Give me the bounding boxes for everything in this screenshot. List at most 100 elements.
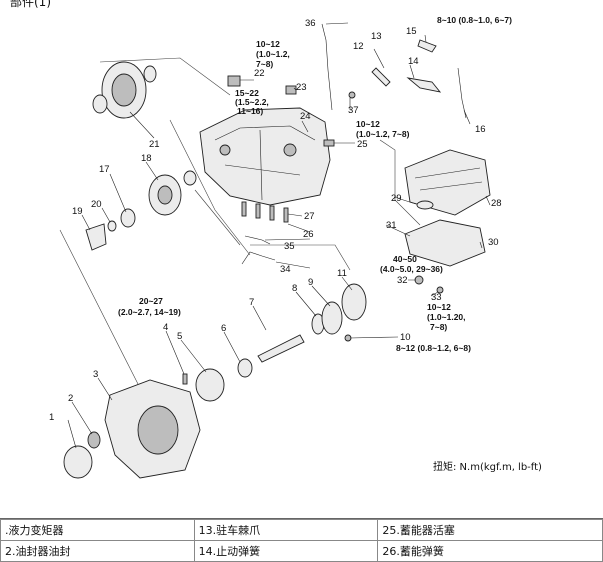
part-label-15: 15 xyxy=(406,26,417,37)
torque-converter xyxy=(63,445,93,479)
part-label-29: 29 xyxy=(391,193,402,204)
part-label-7: 7 xyxy=(249,297,254,308)
page-header: 部件(1) xyxy=(10,0,51,9)
part-37 xyxy=(348,91,356,99)
part-label-1: 1 xyxy=(49,412,54,423)
part-label-33: 33 xyxy=(431,292,442,303)
torque-spec-22-line2: (1.0~1.2, xyxy=(256,49,290,59)
gear-11 xyxy=(341,283,367,321)
torque-spec-23-line2: (1.5~2.2, xyxy=(235,97,269,107)
part-label-14: 14 xyxy=(408,56,419,67)
bolts-26 xyxy=(241,201,289,223)
part-label-12: 12 xyxy=(353,41,364,52)
oil-pan xyxy=(404,219,486,267)
wire-35 xyxy=(244,235,271,245)
part-label-8: 8 xyxy=(292,283,297,294)
part-label-21: 21 xyxy=(149,139,160,150)
part-label-13: 13 xyxy=(371,31,382,42)
bracket-19 xyxy=(85,223,107,251)
assembly-guide-lines xyxy=(59,57,421,389)
legend-cell: 2.油封器油封 xyxy=(0,540,195,562)
leader-lines xyxy=(67,22,491,449)
torque-unit-note: 扭矩: N.m(kgf.m, lb-ft) xyxy=(433,460,542,473)
transmission-case xyxy=(199,107,331,206)
part-label-5: 5 xyxy=(177,331,182,342)
legend-cell: 25.蓄能器活塞 xyxy=(377,519,603,541)
part-label-3: 3 xyxy=(93,369,98,380)
table-row: .液力变矩器 13.驻车棘爪 25.蓄能器活塞 xyxy=(0,519,603,541)
parking-pawl-12 xyxy=(371,67,391,87)
bearing-20 xyxy=(107,220,117,232)
bracket-22 xyxy=(227,75,241,87)
part-label-10: 10 xyxy=(400,332,411,343)
o-ring-6 xyxy=(237,358,253,378)
converter-housing xyxy=(104,379,201,479)
bolt-4 xyxy=(182,373,188,385)
legend-cell: .液力变矩器 xyxy=(0,519,195,541)
differential-case xyxy=(148,170,197,216)
torque-spec-22-line1: 10~12 xyxy=(256,39,280,49)
part-label-9: 9 xyxy=(308,277,313,288)
parts-legend-table: .液力变矩器 13.驻车棘爪 25.蓄能器活塞 2.油封器油封 14.止动弹簧 … xyxy=(0,519,603,562)
exploded-parts-diagram: 1 2 3 4 5 6 7 8 9 10 11 12 13 14 15 16 1… xyxy=(49,15,542,479)
torque-spec-23-line3: 11~16) xyxy=(237,106,263,116)
part-label-34: 34 xyxy=(280,264,291,275)
bolt-32 xyxy=(414,275,424,285)
bearing-17 xyxy=(120,208,136,228)
torque-spec-33-line1: 10~12 xyxy=(427,302,451,312)
torque-spec-25-line1: 10~12 xyxy=(356,119,380,129)
part-label-18: 18 xyxy=(141,153,152,164)
torque-spec-22-line3: 7~8) xyxy=(256,59,273,69)
part-label-6: 6 xyxy=(221,323,226,334)
wire-34 xyxy=(241,251,276,265)
torque-spec-33-line3: 7~8) xyxy=(430,322,447,332)
part-label-11: 11 xyxy=(337,268,347,279)
part-label-28: 28 xyxy=(491,198,502,209)
plug-25 xyxy=(323,139,335,147)
part-label-22: 22 xyxy=(254,68,265,79)
dipstick-36 xyxy=(321,23,333,111)
part-label-23: 23 xyxy=(296,82,307,93)
part-label-36: 36 xyxy=(305,18,316,29)
gear-9 xyxy=(321,301,343,335)
part-label-2: 2 xyxy=(68,393,73,404)
part-label-37: 37 xyxy=(348,105,359,116)
torque-spec-4-line1: 20~27 xyxy=(139,296,163,306)
torque-spec-23-line1: 15~22 xyxy=(235,88,259,98)
oil-pump-5 xyxy=(195,368,225,402)
torque-spec-32-line1: 40~50 xyxy=(393,254,417,264)
part-label-26: 26 xyxy=(303,229,314,240)
differential-ring-gear xyxy=(92,61,157,119)
part-label-17: 17 xyxy=(99,164,110,175)
part-label-24: 24 xyxy=(300,111,311,122)
legend-cell: 26.蓄能弹簧 xyxy=(377,540,603,562)
torque-spec-4-line2: (2.0~2.7, 14~19) xyxy=(118,307,181,317)
part-label-4: 4 xyxy=(163,322,168,333)
legend-cell: 14.止动弹簧 xyxy=(193,540,379,562)
rod-16 xyxy=(457,67,467,119)
torque-spec-10: 8~12 (0.8~1.2, 6~8) xyxy=(396,343,471,353)
part-label-30: 30 xyxy=(488,237,499,248)
table-row: 2.油封器油封 14.止动弹簧 26.蓄能弹簧 xyxy=(0,540,603,562)
oil-filter-29 xyxy=(416,200,434,210)
torque-spec-15: 8~10 (0.8~1.0, 6~7) xyxy=(437,15,512,25)
torque-spec-32-line2: (4.0~5.0, 29~36) xyxy=(380,264,443,274)
shaft-7 xyxy=(257,334,305,363)
oil-seal-2 xyxy=(87,431,101,449)
part-label-32: 32 xyxy=(397,275,408,286)
torque-spec-33-line2: (1.0~1.20, xyxy=(427,312,466,322)
part-label-27: 27 xyxy=(304,211,315,222)
legend-cell: 13.驻车棘爪 xyxy=(193,519,379,541)
part-label-35: 35 xyxy=(284,241,295,252)
bolt-33 xyxy=(436,286,444,294)
part-label-16: 16 xyxy=(475,124,486,135)
parts-legend: .液力变矩器 13.驻车棘爪 25.蓄能器活塞 2.油封器油封 14.止动弹簧 … xyxy=(0,518,603,562)
part-label-19: 19 xyxy=(72,206,83,217)
bracket-14 xyxy=(406,77,442,93)
part-label-31: 31 xyxy=(386,220,397,231)
part-label-20: 20 xyxy=(91,199,102,210)
bracket-23 xyxy=(285,85,297,95)
bracket-15 xyxy=(417,39,437,53)
torque-spec-25-line2: (1.0~1.2, 7~8) xyxy=(356,129,410,139)
part-label-25: 25 xyxy=(357,139,368,150)
